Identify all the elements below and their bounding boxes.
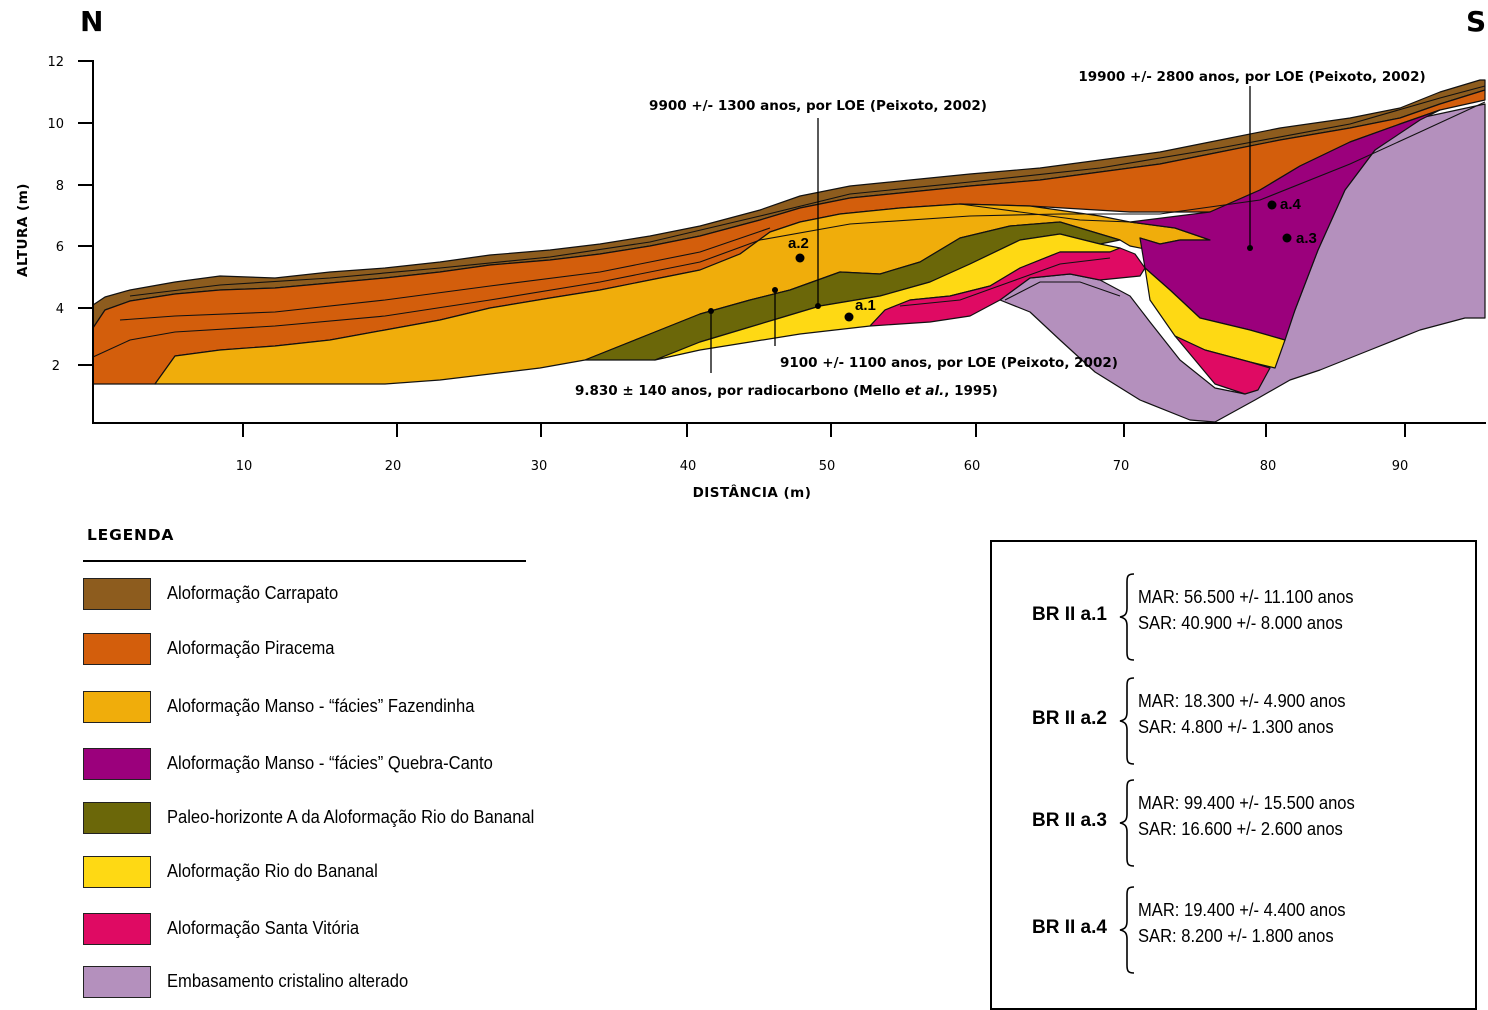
- brace-icon: [1119, 573, 1135, 661]
- age-mar-value: MAR: 56.500 +/- 11.100 anos: [1138, 587, 1354, 607]
- x-tick-label: 50: [819, 459, 836, 474]
- sample-point-a2: a.2: [788, 235, 809, 263]
- legend-divider: [83, 560, 526, 562]
- brace-icon: [1119, 779, 1135, 867]
- y-tick-label: 8: [56, 179, 64, 194]
- legend-swatch: [83, 691, 151, 723]
- layer-rio-do-bananal-valley: [1144, 267, 1286, 369]
- y-ticks: [78, 60, 93, 366]
- legend-label: Aloformação Manso - “fácies” Quebra-Cant…: [167, 753, 493, 773]
- legend-swatch: [83, 802, 151, 834]
- x-tick-label: 40: [680, 459, 697, 474]
- brace-icon: [1119, 677, 1135, 765]
- leader-endpoints: [708, 245, 1253, 314]
- legend-swatch: [83, 856, 151, 888]
- legend-swatch: [83, 913, 151, 945]
- layer-santa-vitoria-valley: [1174, 335, 1271, 395]
- age-sar-value: SAR: 8.200 +/- 1.800 anos: [1138, 926, 1334, 946]
- carrapato-internal-line: [129, 85, 1486, 297]
- y-tick-label: 12: [47, 55, 64, 70]
- layer-embasamento: [999, 103, 1486, 423]
- x-axis-label: DISTÂNCIA (m): [693, 484, 812, 501]
- x-tick-label: 20: [385, 459, 402, 474]
- age-mar-value: MAR: 99.400 +/- 15.500 anos: [1138, 793, 1355, 813]
- sample-point-a3: a.3: [1282, 230, 1317, 247]
- age-sample-label: BR II a.2: [1032, 708, 1107, 729]
- svg-text:a.1: a.1: [855, 297, 876, 314]
- piracema-internal-line-2: [119, 227, 771, 321]
- svg-text:a.4: a.4: [1280, 196, 1302, 213]
- piracema-internal-line-1: [92, 101, 1486, 358]
- age-mar-value: MAR: 19.400 +/- 4.400 anos: [1138, 900, 1346, 920]
- brace-icon: [1119, 886, 1135, 974]
- svg-text:a.2: a.2: [788, 235, 809, 252]
- layer-santa-vitoria: [869, 247, 1146, 327]
- y-axis-label: ALTURA (m): [15, 183, 31, 277]
- age-sar-value: SAR: 40.900 +/- 8.000 anos: [1138, 613, 1343, 633]
- legend-swatch: [83, 748, 151, 780]
- age-sar-value: SAR: 16.600 +/- 2.600 anos: [1138, 819, 1343, 839]
- age-sar-value: SAR: 4.800 +/- 1.300 anos: [1138, 717, 1334, 737]
- legend-label: Aloformação Rio do Bananal: [167, 861, 378, 881]
- y-tick-label: 6: [56, 240, 64, 255]
- y-tick-labels: 2 4 6 8 10 12: [47, 55, 64, 374]
- x-tick-label: 60: [964, 459, 981, 474]
- compass-south-label: S: [1466, 5, 1486, 38]
- legend-label: Embasamento cristalino alterado: [167, 971, 409, 991]
- santa-vitoria-internal-line: [899, 257, 1111, 307]
- x-tick-label: 10: [236, 459, 253, 474]
- legend-label: Aloformação Santa Vitória: [167, 918, 360, 938]
- x-tick-label: 30: [531, 459, 548, 474]
- sample-point-a4: a.4: [1267, 196, 1302, 213]
- legend-label: Paleo-horizonte A da Aloformação Rio do …: [167, 807, 535, 827]
- annotation-9100: 9100 +/- 1100 anos, por LOE (Peixoto, 20…: [780, 355, 1118, 371]
- compass-north-label: N: [80, 5, 103, 38]
- age-group-a3: BR II a.3 MAR: 99.400 +/- 15.500 anos SA…: [992, 778, 1472, 870]
- annotation-9830: 9.830 ± 140 anos, por radiocarbono (Mell…: [575, 383, 998, 399]
- fazendinha-internal-line: [959, 203, 1131, 223]
- y-tick-label: 10: [47, 117, 64, 132]
- legend-label: Aloformação Manso - “fácies” Fazendinha: [167, 696, 475, 716]
- legend-label: Aloformação Piracema: [167, 638, 335, 658]
- legend-swatch: [83, 578, 151, 610]
- age-group-a2: BR II a.2 MAR: 18.300 +/- 4.900 anos SAR…: [992, 676, 1472, 768]
- age-group-a4: BR II a.4 MAR: 19.400 +/- 4.400 anos SAR…: [992, 885, 1472, 977]
- annotation-9900: 9900 +/- 1300 anos, por LOE (Peixoto, 20…: [649, 98, 987, 114]
- y-tick-label: 4: [56, 302, 64, 317]
- cross-section-diagram: 2 4 6 8 10 12 10 20 30 40 50 60 70 80 90…: [15, 5, 1486, 501]
- x-tick-labels: 10 20 30 40 50 60 70 80 90: [236, 459, 1409, 474]
- leader-lines: [710, 86, 1251, 373]
- age-sample-label: BR II a.3: [1032, 810, 1107, 831]
- x-tick-label: 70: [1113, 459, 1130, 474]
- svg-text:a.3: a.3: [1296, 230, 1317, 247]
- x-ticks: [242, 423, 1406, 437]
- y-tick-label: 2: [52, 359, 60, 374]
- embasamento-internal-line: [1004, 281, 1121, 301]
- age-sample-label: BR II a.1: [1032, 604, 1107, 625]
- legend-swatch: [83, 633, 151, 665]
- legend-title: LEGENDA: [87, 526, 175, 544]
- legend-label: Aloformação Carrapato: [167, 583, 339, 603]
- x-tick-label: 90: [1392, 459, 1409, 474]
- age-mar-value: MAR: 18.300 +/- 4.900 anos: [1138, 691, 1346, 711]
- legend-swatch: [83, 966, 151, 998]
- x-tick-label: 80: [1260, 459, 1277, 474]
- annotation-19900: 19900 +/- 2800 anos, por LOE (Peixoto, 2…: [1078, 69, 1425, 85]
- age-sample-label: BR II a.4: [1032, 917, 1107, 938]
- age-group-a1: BR II a.1 MAR: 56.500 +/- 11.100 anos SA…: [992, 572, 1472, 664]
- sample-point-a1: a.1: [844, 297, 876, 322]
- ages-box: BR II a.1 MAR: 56.500 +/- 11.100 anos SA…: [990, 540, 1477, 1010]
